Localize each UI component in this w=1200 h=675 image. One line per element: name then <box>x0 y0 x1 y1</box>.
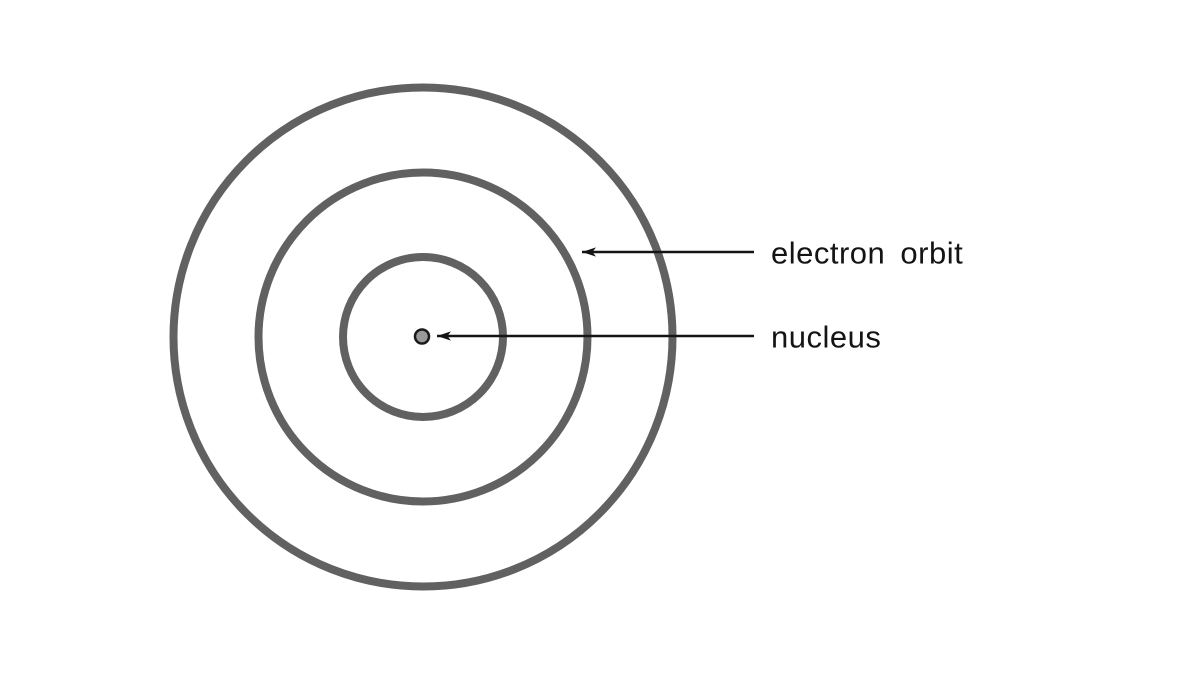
annotation-nucleus: nucleus <box>437 320 881 355</box>
nucleus-label: nucleus <box>771 320 881 355</box>
nucleus-dot <box>413 328 431 345</box>
annotation-electron-orbit: electron orbit <box>582 236 963 271</box>
electron-orbit-label: electron orbit <box>771 236 963 271</box>
